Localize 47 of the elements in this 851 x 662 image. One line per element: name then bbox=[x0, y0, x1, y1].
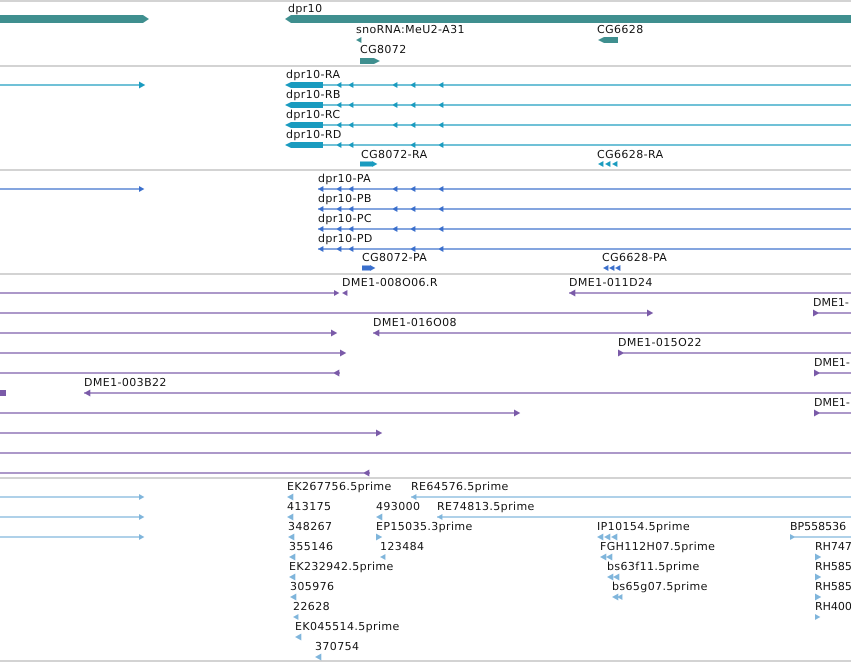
feature-label: 413175 bbox=[287, 500, 332, 514]
feature-label: 123484 bbox=[380, 540, 424, 554]
feature-label: DME1-003B22 bbox=[84, 376, 167, 390]
feature-label: dpr10-PC bbox=[318, 212, 372, 226]
feature-label: dpr10-RD bbox=[286, 128, 342, 142]
feature-label: 305976 bbox=[290, 580, 334, 594]
feature-label: RH747 bbox=[815, 540, 851, 554]
feature-label: CG8072-PA bbox=[362, 251, 428, 265]
feature-label: CG8072 bbox=[360, 43, 407, 57]
feature-label: dpr10-PD bbox=[318, 232, 373, 246]
feature-label: dpr10-RA bbox=[286, 68, 340, 82]
feature-label: dpr10-PB bbox=[318, 192, 372, 206]
feature-label: DME1-011D24 bbox=[569, 276, 653, 290]
feature-label: dpr10-RC bbox=[286, 108, 340, 122]
feature-label: EK232942.5prime bbox=[289, 560, 394, 574]
feature-label: 355146 bbox=[289, 540, 334, 554]
feature-label: 348267 bbox=[288, 520, 332, 534]
feature-label: dpr10 bbox=[288, 2, 322, 16]
feature-label: bs63f11.5prime bbox=[607, 560, 700, 574]
feature-label: DME1-008O06.R bbox=[342, 276, 438, 290]
feature-label: DME1- bbox=[814, 356, 850, 370]
feature-label: dpr10-RB bbox=[286, 88, 341, 102]
feature-label: DME1- bbox=[814, 396, 850, 410]
feature-label: FGH112H07.5prime bbox=[600, 540, 716, 554]
feature-label: EK045514.5prime bbox=[295, 620, 400, 634]
feature-label: 370754 bbox=[315, 640, 360, 654]
feature-label: CG8072-RA bbox=[361, 148, 428, 162]
feature-label: BP558536 bbox=[790, 520, 846, 534]
feature-label: RH585 bbox=[815, 560, 851, 574]
feature-label: CG6628-PA bbox=[602, 251, 668, 265]
feature-label: CG6628-RA bbox=[597, 148, 664, 162]
feature-label: RE64576.5prime bbox=[411, 480, 509, 494]
feature-label: 493000 bbox=[376, 500, 420, 514]
feature-label: DME1- bbox=[813, 296, 849, 310]
feature-label: 22628 bbox=[293, 600, 330, 614]
feature-label: RH400 bbox=[815, 600, 851, 614]
feature-label: bs65g07.5prime bbox=[612, 580, 708, 594]
feature-label: snoRNA:MeU2-A31 bbox=[356, 23, 465, 37]
feature-label: EK267756.5prime bbox=[287, 480, 392, 494]
feature-label: DME1-015O22 bbox=[618, 336, 702, 350]
feature-label: CG6628 bbox=[597, 23, 644, 37]
feature-label: IP10154.5prime bbox=[597, 520, 690, 534]
feature-label: RE74813.5prime bbox=[437, 500, 535, 514]
feature-label: RH585 bbox=[815, 580, 851, 594]
feature-label: dpr10-PA bbox=[318, 172, 372, 186]
feature-label: DME1-016O08 bbox=[373, 316, 457, 330]
feature-label: EP15035.3prime bbox=[376, 520, 473, 534]
